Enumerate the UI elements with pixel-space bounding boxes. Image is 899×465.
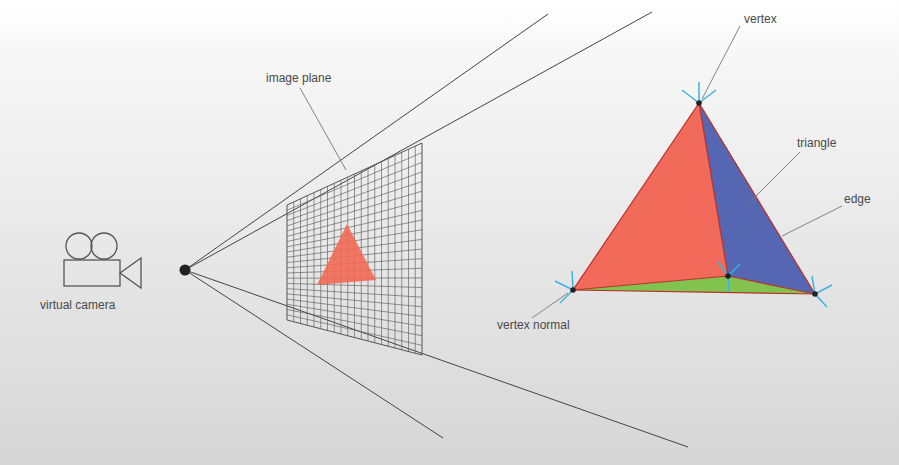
part-label: vertex normal xyxy=(497,318,570,332)
image-plane-grid xyxy=(287,146,422,353)
part-label: virtual camera xyxy=(40,298,115,312)
camera-point xyxy=(180,265,191,276)
part-label: image plane xyxy=(266,71,331,85)
image-plane-outline xyxy=(287,143,422,355)
leader-lines xyxy=(300,26,842,318)
vertex-normals xyxy=(555,82,832,307)
tetrahedron xyxy=(573,103,815,294)
vertex-dots xyxy=(570,100,818,297)
camera-icon xyxy=(64,233,141,288)
projected-triangle xyxy=(317,224,376,285)
part-label: triangle xyxy=(797,136,836,150)
part-label: edge xyxy=(844,192,871,206)
part-label: vertex xyxy=(744,12,777,26)
frustum-lines xyxy=(185,12,688,447)
